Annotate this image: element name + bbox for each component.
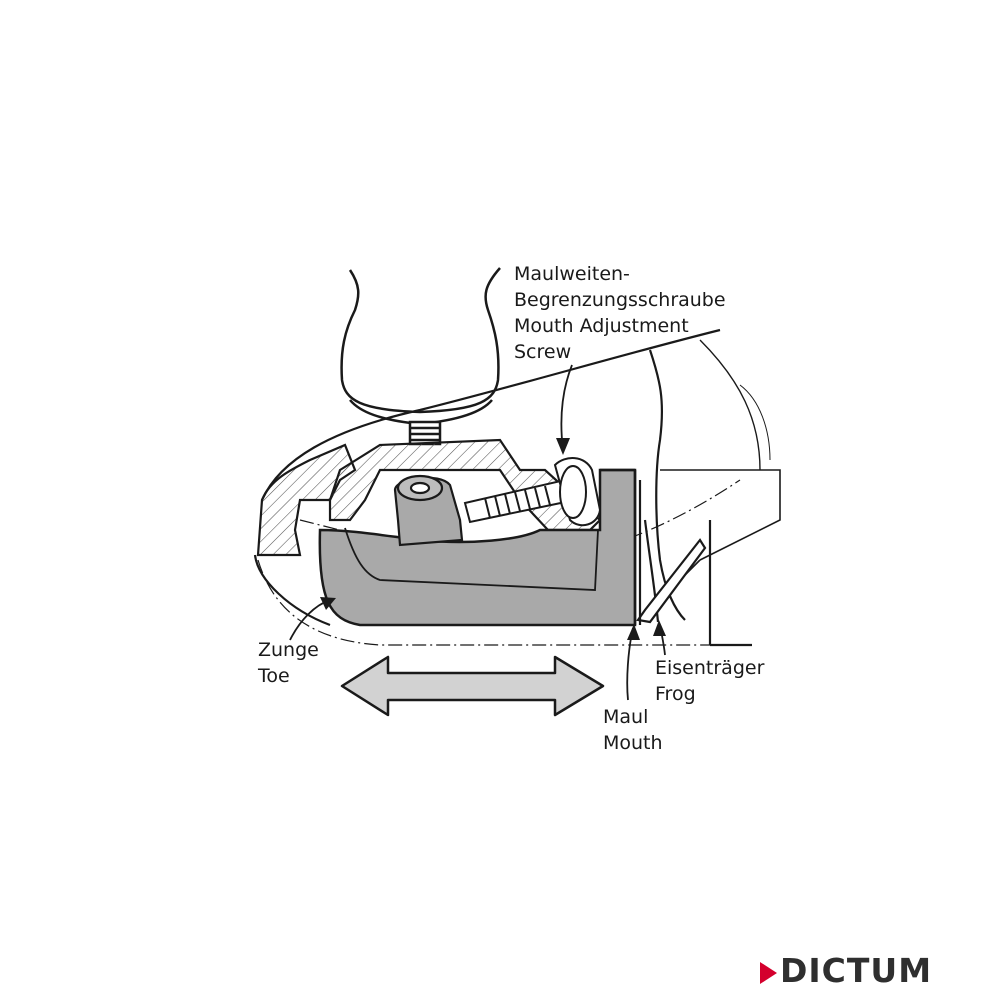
mouth-label: Maul Mouth bbox=[603, 704, 663, 756]
toe-label-de: Zunge bbox=[258, 639, 319, 661]
screw-label-en-line1: Mouth Adjustment bbox=[514, 315, 689, 337]
mouth-label-en: Mouth bbox=[603, 732, 663, 754]
mouth-label-de: Maul bbox=[603, 706, 649, 728]
toe-piece bbox=[318, 468, 637, 627]
screw-label-en-line2: Screw bbox=[514, 341, 572, 363]
direction-arrow-icon bbox=[340, 655, 605, 717]
adjustment-screw bbox=[463, 457, 602, 527]
frog-arrowhead bbox=[653, 620, 666, 636]
frog-label-de: Eisenträger bbox=[655, 657, 765, 679]
knob bbox=[340, 267, 501, 446]
blade bbox=[636, 480, 707, 625]
plane-body bbox=[253, 328, 781, 647]
logo-text: DICTUM bbox=[780, 951, 933, 990]
clamp-nut bbox=[393, 474, 464, 547]
screw-leader bbox=[560, 364, 573, 451]
screw-label-de-line1: Maulweiten- bbox=[514, 263, 630, 285]
mouth-arrowhead bbox=[627, 624, 640, 640]
toe-arrowhead bbox=[320, 597, 336, 610]
mouth-adjustment-screw-label: Maulweiten- Begrenzungsschraube Mouth Ad… bbox=[514, 261, 726, 365]
toe-label-en: Toe bbox=[258, 665, 290, 687]
logo-triangle-icon bbox=[760, 962, 777, 984]
frog-label-en: Frog bbox=[655, 683, 696, 705]
screw-arrowhead bbox=[556, 438, 570, 455]
toe-label: Zunge Toe bbox=[258, 637, 319, 689]
leader-arrowheads bbox=[320, 438, 666, 640]
dictum-logo: DICTUM bbox=[760, 951, 982, 990]
screw-label-de-line2: Begrenzungsschraube bbox=[514, 289, 726, 311]
frog-label: Eisenträger Frog bbox=[655, 655, 764, 707]
